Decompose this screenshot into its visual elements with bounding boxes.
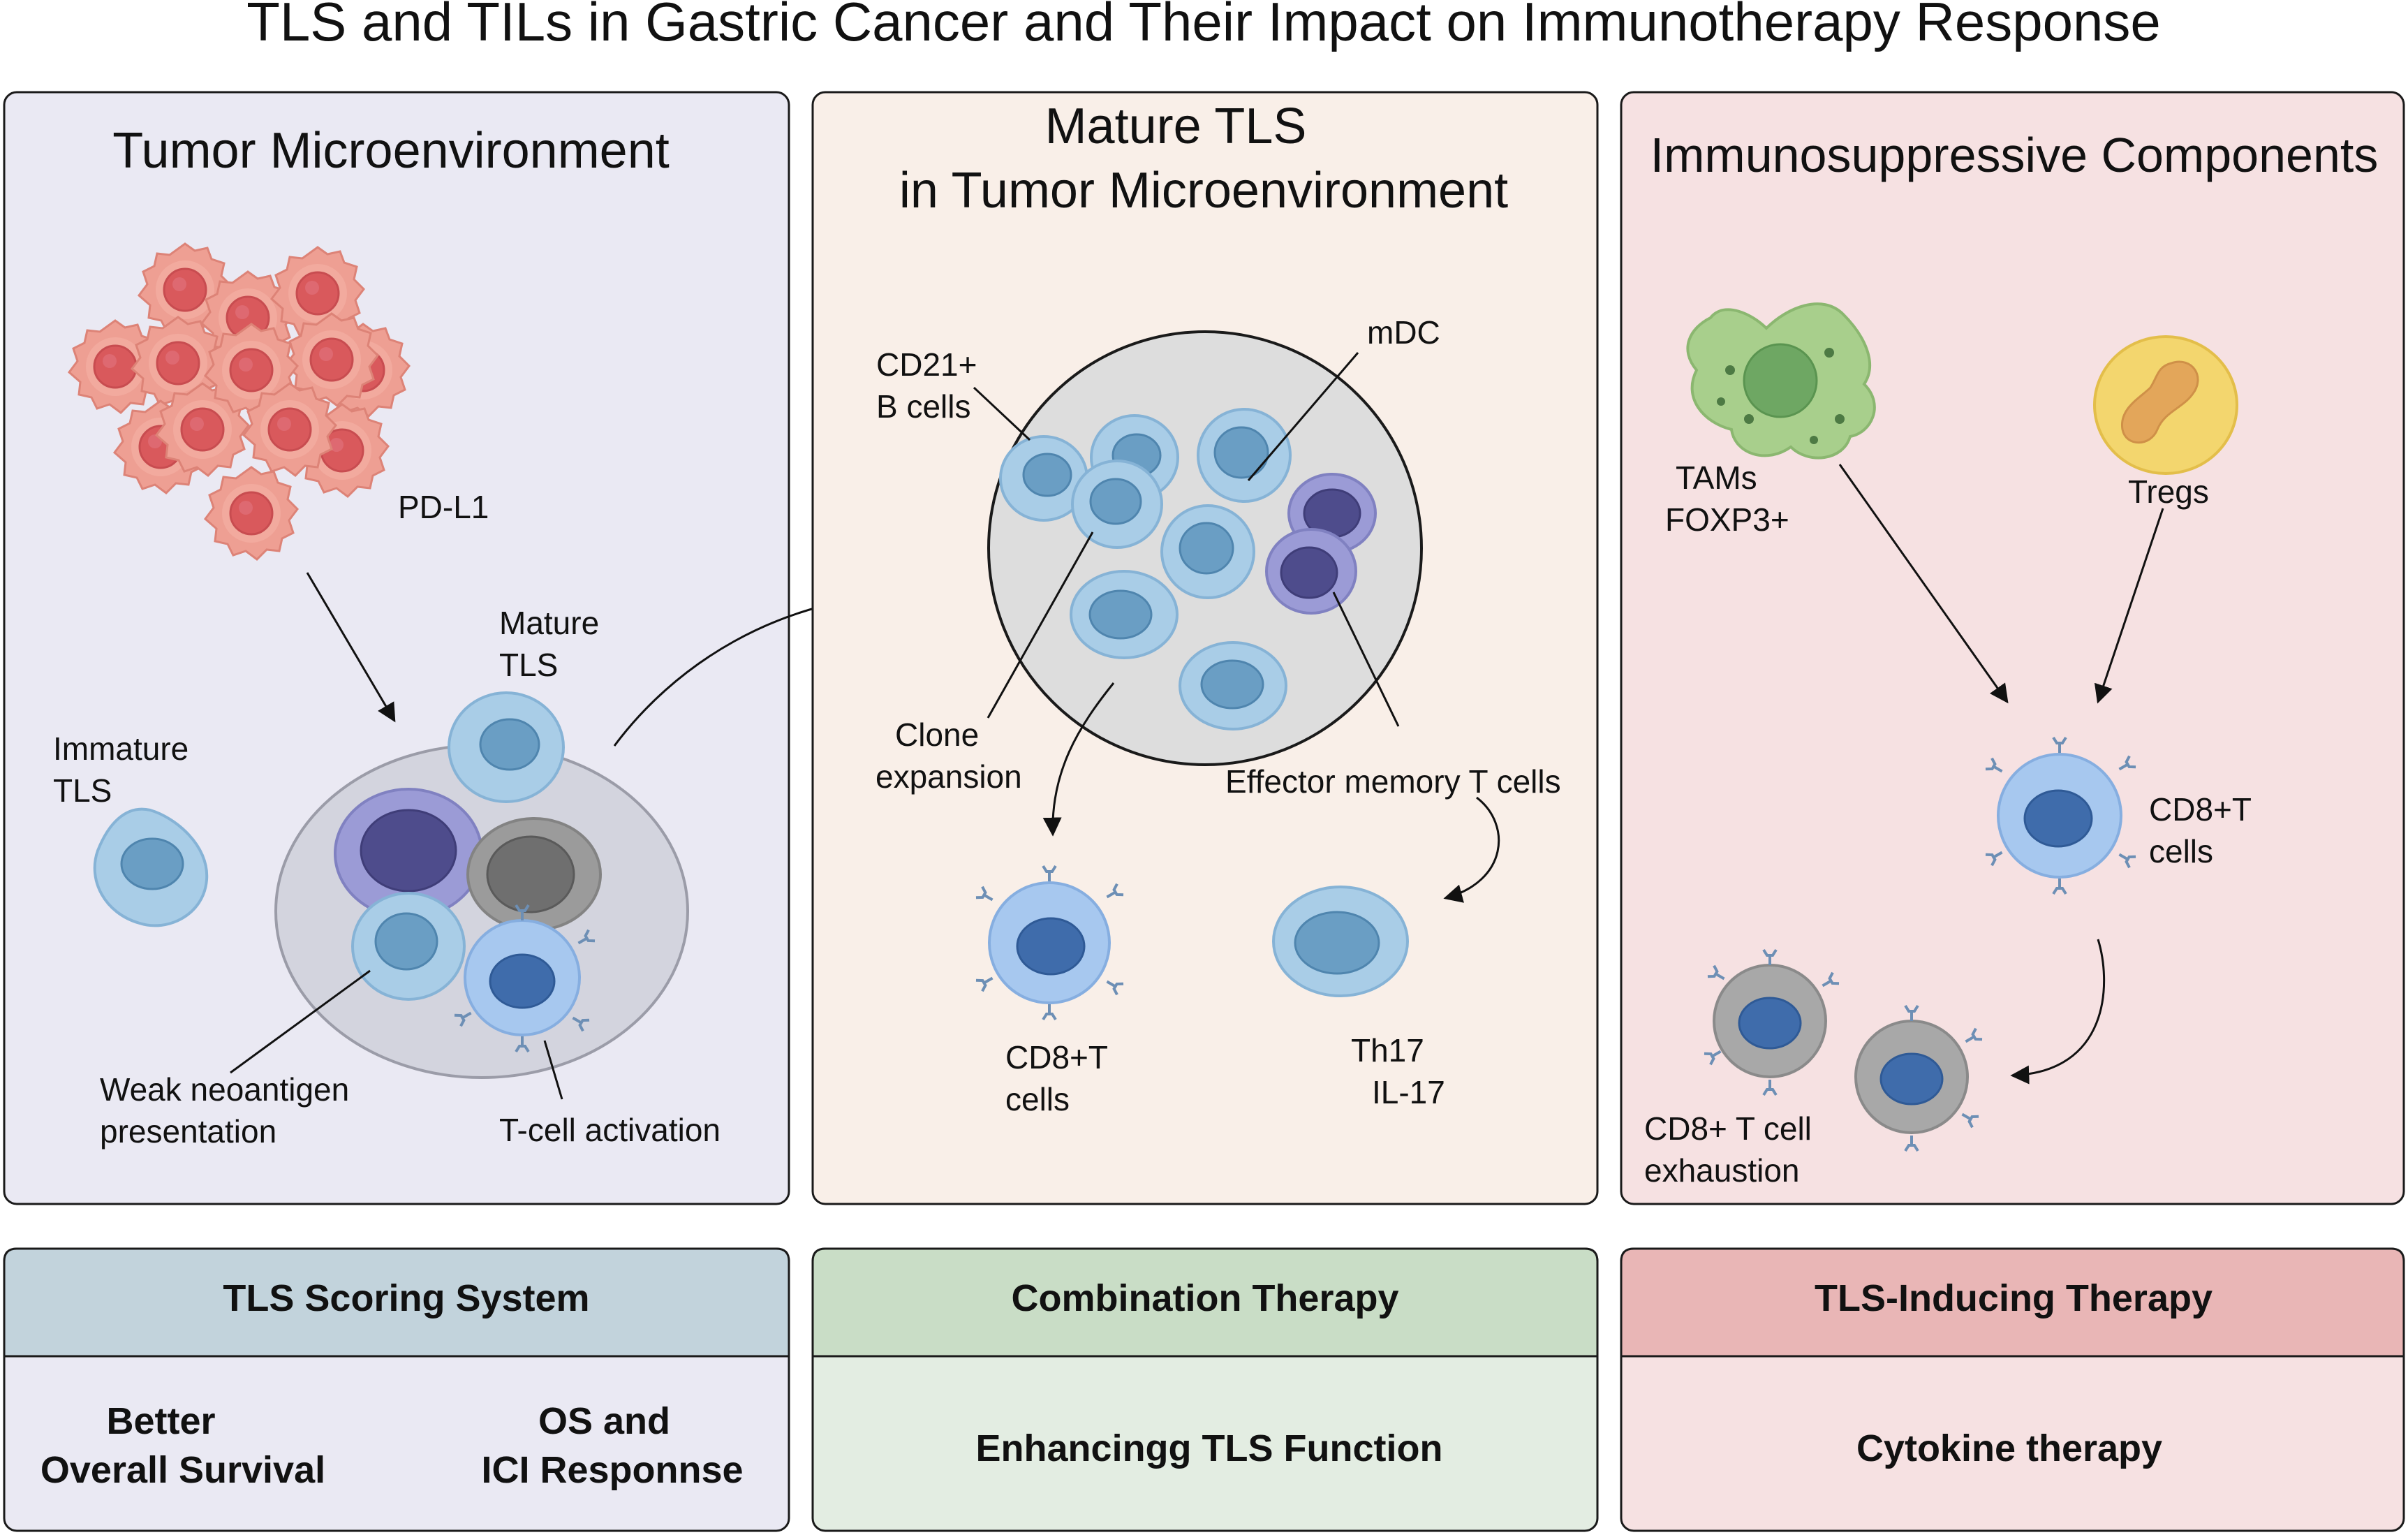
main-title: TLS and TILs in Gastric Cancer and Their… bbox=[246, 0, 2160, 52]
label-effector-memory: Effector memory T cells bbox=[1225, 763, 1561, 800]
tls-aggregate-illustration bbox=[274, 691, 689, 1079]
box-combination-header bbox=[811, 1247, 1599, 1358]
inducing-header-text: TLS-Inducing Therapy bbox=[1815, 1277, 2213, 1319]
macrophage-illustration bbox=[1686, 302, 1876, 460]
pointer-t-cell-activation bbox=[543, 1040, 563, 1100]
panel-immunosuppressive: Immunosuppressive Components TAMs FOXP3+… bbox=[1620, 91, 2405, 1205]
pointer-weak-neoantigen bbox=[230, 969, 371, 1074]
panel-mature-title: Mature TLS in Tumor Microenvironment bbox=[899, 98, 1508, 219]
label-t-cell-activation: T-cell activation bbox=[499, 1112, 721, 1148]
pointer-clone bbox=[987, 531, 1094, 719]
box-tls-scoring-system: TLS Scoring System Better Overall Surviv… bbox=[3, 1247, 790, 1532]
label-cd8-mature: CD8+T cells bbox=[1005, 1039, 1116, 1117]
combination-body-text: Enhancingg TLS Function bbox=[976, 1427, 1443, 1469]
pointer-effector bbox=[1332, 592, 1400, 727]
label-pd-l1: PD-L1 bbox=[398, 489, 489, 525]
box-tls-inducing-therapy: TLS-Inducing Therapy Cytokine therapy bbox=[1620, 1247, 2405, 1532]
treg-illustration bbox=[2093, 335, 2238, 475]
label-th17: Th17 IL-17 bbox=[1351, 1032, 1445, 1110]
panel-immuno-title: Immunosuppressive Components bbox=[1650, 128, 2379, 182]
scoring-left-text: Better Overall Survival bbox=[40, 1400, 325, 1491]
pointer-cd21 bbox=[973, 386, 1031, 441]
box-scoring-header bbox=[3, 1247, 790, 1358]
label-tams: TAMs FOXP3+ bbox=[1665, 460, 1789, 538]
arrow-tumor-to-tls bbox=[306, 572, 396, 723]
box-inducing-header bbox=[1620, 1247, 2405, 1358]
scoring-right-text: OS and ICI Responnse bbox=[481, 1400, 743, 1491]
arrow-to-th17 bbox=[1443, 796, 1500, 903]
label-cd8-immuno: CD8+T cells bbox=[2149, 791, 2260, 869]
label-mdc: mDC bbox=[1367, 314, 1440, 351]
pointer-mdc bbox=[1247, 352, 1359, 481]
panel-tme-title: Tumor Microenvironment bbox=[112, 123, 670, 179]
label-exhaustion: CD8+ T cell exhaustion bbox=[1644, 1110, 1821, 1189]
panel-mature-tls: Mature TLS in Tumor Microenvironment bbox=[811, 91, 1599, 1205]
label-clone-expansion: Clone expansion bbox=[876, 717, 1022, 795]
mature-tls-aggregate-illustration bbox=[987, 330, 1423, 766]
panel-tumor-microenvironment: Tumor Microenvironment PD-L1 Mature TLS bbox=[3, 91, 790, 1205]
inducing-body-text: Cytokine therapy bbox=[1856, 1427, 2162, 1469]
th17-cell-illustration bbox=[1272, 886, 1409, 997]
arrow-tregs-to-cd8 bbox=[2094, 508, 2164, 704]
cd8-t-cell-illustration bbox=[974, 865, 1125, 1021]
box-combination-therapy: Combination Therapy Enhancingg TLS Funct… bbox=[811, 1247, 1599, 1532]
immature-tls-cell-illustration bbox=[93, 807, 209, 927]
arrow-tams-to-cd8 bbox=[1838, 464, 2009, 704]
label-immature-tls: Immature TLS bbox=[53, 730, 198, 809]
scoring-header-text: TLS Scoring System bbox=[223, 1277, 589, 1319]
label-weak-neoantigen: Weak neoantigen presentation bbox=[100, 1071, 358, 1150]
label-cd21-b-cells: CD21+ B cells bbox=[876, 346, 986, 425]
arrow-to-cd8 bbox=[1042, 682, 1115, 837]
arrow-to-exhaustion bbox=[2010, 939, 2106, 1085]
exhausted-t-cells-illustration bbox=[1702, 948, 1984, 1152]
label-tregs: Tregs bbox=[2128, 473, 2209, 510]
cd8-t-cell-suppressed-illustration bbox=[1984, 736, 2138, 895]
label-mature-tls: Mature TLS bbox=[499, 605, 608, 683]
combination-header-text: Combination Therapy bbox=[1011, 1277, 1398, 1319]
